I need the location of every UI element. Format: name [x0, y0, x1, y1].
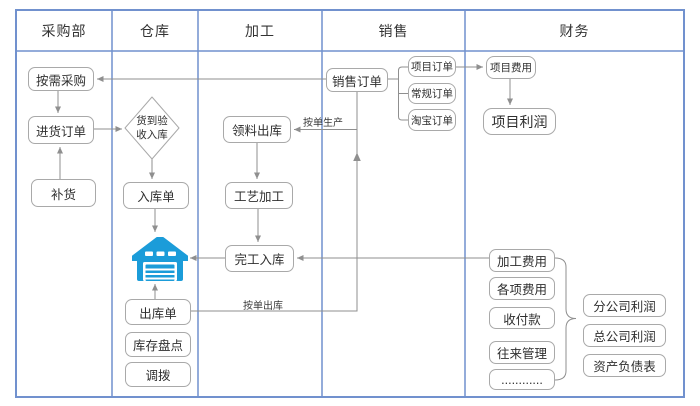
decision-diamond	[124, 96, 180, 160]
node-project-order: 项目订单	[408, 56, 456, 77]
lane-header-sales: 销售	[322, 10, 465, 51]
node-inbound-note: 入库单	[123, 182, 189, 209]
edge-outbound-by-order	[190, 91, 358, 312]
lane-header-label: 销售	[378, 22, 409, 39]
lane-header-processing: 加工	[198, 10, 322, 51]
lane-header-label: 财务	[559, 22, 590, 39]
edge-label-make-to-order: 按单生产	[303, 118, 343, 129]
node-outbound-note: 出库单	[125, 299, 191, 325]
lane-header-label: 仓库	[140, 22, 170, 39]
node-stock-count: 库存盘点	[125, 332, 191, 357]
node-project-profit: 项目利润	[483, 108, 556, 135]
lane-header-warehouse: 仓库	[112, 10, 198, 51]
node-hq-profit: 总公司利润	[583, 324, 666, 347]
node-demand-purchase: 按需采购	[28, 67, 94, 91]
node-more-dots: ............	[489, 369, 555, 390]
node-transfer: 调拨	[125, 362, 191, 387]
node-regular-order: 常规订单	[408, 83, 456, 104]
bracket-finance	[554, 257, 577, 381]
lane-grid	[15, 9, 685, 398]
warehouse-icon-svg	[131, 237, 189, 281]
node-contacts-mgmt: 往来管理	[489, 341, 555, 364]
diamond-line2: 收入库	[136, 128, 168, 141]
node-misc-cost: 各项费用	[489, 277, 555, 300]
edge-label-outbound-by-order: 按单出库	[243, 301, 283, 312]
node-replenish: 补货	[31, 179, 96, 207]
node-purchase-order: 进货订单	[28, 116, 94, 144]
node-balance-sheet: 资产负债表	[583, 354, 666, 377]
node-arrival-check-label: 货到验 收入库	[127, 111, 177, 146]
node-taobao-order: 淘宝订单	[408, 109, 456, 131]
connectors	[55, 64, 577, 381]
node-branch-profit: 分公司利润	[583, 294, 666, 317]
lane-header-label: 加工	[245, 22, 275, 39]
node-payments: 收付款	[489, 307, 555, 329]
node-material-issue: 领料出库	[223, 116, 291, 143]
node-processing-cost: 加工费用	[489, 249, 555, 272]
node-sales-order: 销售订单	[326, 68, 388, 92]
lane-header-purchasing: 采购部	[16, 10, 112, 51]
diamond-line1: 货到验	[136, 115, 168, 128]
warehouse-icon	[131, 235, 189, 282]
lane-header-finance: 财务	[465, 10, 684, 51]
node-project-cost: 项目费用	[486, 56, 536, 79]
mid-arrow-up	[353, 152, 361, 161]
node-finish-inbound: 完工入库	[225, 245, 294, 272]
node-craft-process: 工艺加工	[225, 182, 293, 209]
lane-header-label: 采购部	[41, 22, 87, 39]
bracket-sales-suborders	[388, 66, 408, 121]
